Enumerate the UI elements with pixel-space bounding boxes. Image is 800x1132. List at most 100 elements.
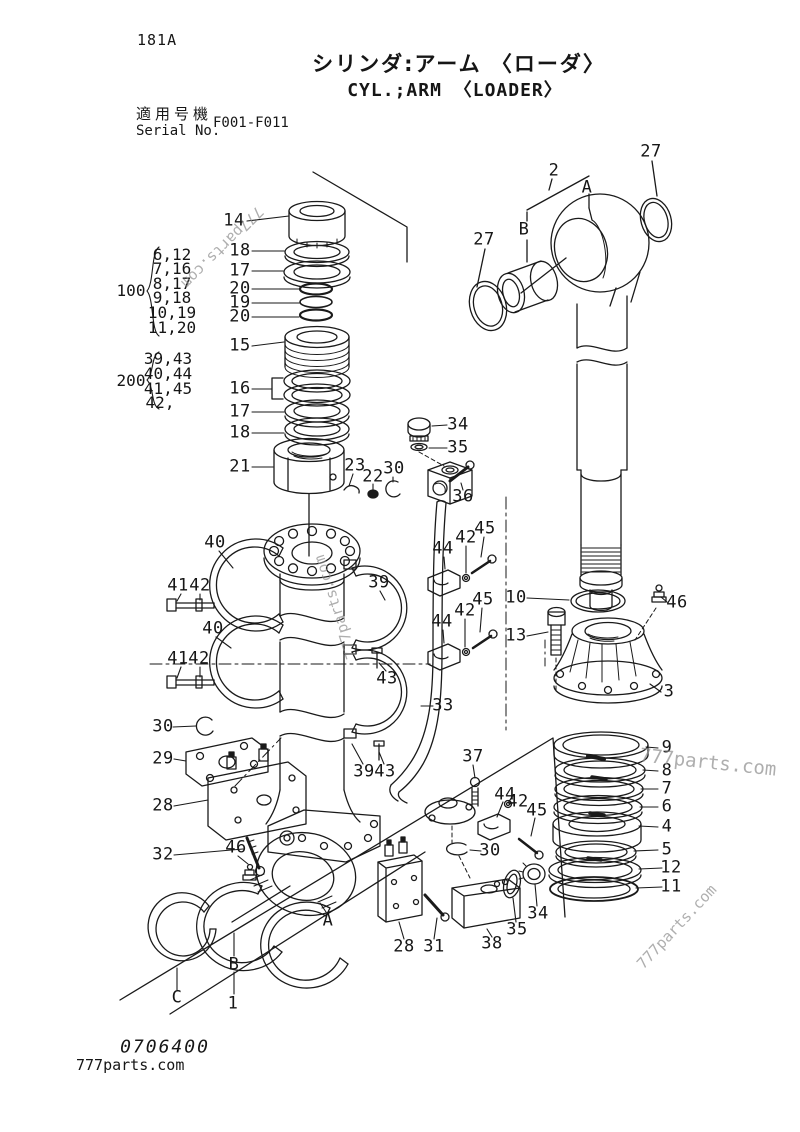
callout-label: B [228, 954, 240, 975]
clamp-bands-right [343, 559, 408, 761]
callout-label: 5 [661, 839, 673, 860]
ref-row: 40,44 [143, 364, 193, 383]
callout-label: 44 [494, 784, 516, 805]
callout-label: 34 [527, 903, 549, 924]
callout-label: 6 [661, 796, 673, 817]
callout-label: 40 [202, 618, 224, 639]
callout-label: 42 [455, 527, 477, 548]
ref-row: 10,19 [147, 303, 197, 322]
callout-label: 28 [152, 795, 174, 816]
rod-gland-group [547, 584, 667, 704]
callout-label: 19 [229, 292, 251, 313]
callout-label: 45 [472, 589, 494, 610]
callout-label: 30 [383, 458, 405, 479]
callout-label: 45 [474, 518, 496, 539]
callout-label: 4 [661, 816, 673, 837]
site-name: 777parts.com [76, 1056, 185, 1074]
pin-bushings-and-ring [147, 873, 349, 989]
bottom-eye [231, 809, 381, 923]
gland-parts-stack [271, 200, 351, 557]
callout-label: 39 [353, 761, 375, 782]
callout-label: 42 [454, 600, 476, 621]
callout-label: 29 [152, 748, 174, 769]
piston-seal-stack [548, 731, 649, 902]
callout-label: 2 [548, 160, 560, 181]
callout-label: 30 [479, 840, 501, 861]
callout-label: 8 [661, 760, 673, 781]
flange-head [263, 523, 361, 586]
callout-label: 27 [640, 141, 662, 162]
document-number: 0706400 [120, 1036, 210, 1058]
callout-label: 17 [229, 401, 251, 422]
callout-label: 33 [432, 695, 454, 716]
callout-label: 27 [473, 229, 495, 250]
ref-row: 39,43 [143, 349, 193, 368]
callout-label: 10 [505, 587, 527, 608]
callout-label: 16 [229, 378, 251, 399]
callout-label: A [322, 910, 334, 931]
callout-label: 21 [229, 456, 251, 477]
callout-label: 18 [229, 422, 251, 443]
callout-label: 35 [447, 437, 469, 458]
callout-label: 44 [431, 611, 453, 632]
callout-label: 46 [225, 837, 247, 858]
callout-label: C [171, 987, 183, 1008]
callout-label: 20 [229, 278, 251, 299]
serial-range: F001-F011 [213, 115, 289, 131]
callout-label: B [518, 219, 530, 240]
page-code: 181A [137, 31, 178, 49]
callout-label: 39 [368, 572, 390, 593]
callout-label: 45 [526, 800, 548, 821]
callout-label: 46 [666, 592, 688, 613]
ref-row: 6,12 [152, 245, 192, 264]
callout-label: 20 [229, 306, 251, 327]
callout-label: 17 [229, 260, 251, 281]
title-english: CYL.;ARM 〈LOADER〉 [347, 80, 563, 101]
callout-label: 28 [393, 936, 415, 957]
callout-label: 18 [229, 240, 251, 261]
callout-label: 22 [362, 466, 384, 487]
ref-row: 42, [145, 393, 175, 412]
callout-label: 11 [660, 876, 682, 897]
callout-label: 41 [167, 575, 189, 596]
callout-label: A [581, 177, 593, 198]
ref-group-id: 200 [116, 371, 146, 390]
rod-and-eye [468, 160, 673, 612]
split-flange-sets [427, 554, 498, 671]
callout-label: 15 [229, 335, 251, 356]
callout-label: 42 [188, 648, 210, 669]
leader-lines [146, 215, 668, 995]
callout-label: 42 [507, 791, 529, 812]
callout-label: 9 [661, 737, 673, 758]
callout-label: 36 [452, 486, 474, 507]
callout-label: 1 [227, 993, 239, 1014]
callout-label: 44 [432, 538, 454, 559]
callout-label: 32 [152, 844, 174, 865]
callout-label: 31 [423, 936, 445, 957]
callout-label: 13 [505, 625, 527, 646]
left-valve-parts [185, 716, 307, 881]
serial-no-label: Serial No. [136, 123, 221, 139]
bottom-small-parts [377, 776, 546, 929]
applicable-label-jp: 適用号機 [136, 105, 213, 123]
callout-label: 7 [661, 778, 673, 799]
callout-label: 23 [344, 455, 366, 476]
callout-label: 38 [481, 933, 503, 954]
callout-label: 42 [189, 575, 211, 596]
callout-label: 14 [223, 210, 245, 231]
callout-label: 41 [167, 648, 189, 669]
ref-row: 8,17 [152, 274, 192, 293]
callout-label: 43 [374, 761, 396, 782]
ref-group-id: 100 [116, 281, 146, 300]
callout-label: 43 [376, 668, 398, 689]
callout-label: 35 [506, 919, 528, 940]
title-japanese: シリンダ:アーム 〈ローダ〉 [312, 52, 606, 76]
callout-label: 12 [660, 857, 682, 878]
ref-row: 11,20 [147, 318, 197, 337]
callout-label: 37 [462, 746, 484, 767]
ref-row: 7,16 [152, 259, 192, 278]
callout-label: 40 [204, 532, 226, 553]
callout-label: 30 [152, 716, 174, 737]
callout-label: 34 [447, 414, 469, 435]
